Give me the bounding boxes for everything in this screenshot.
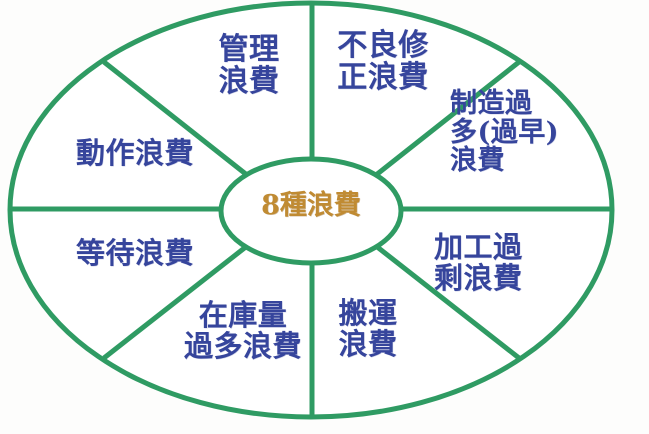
divider-diagonal-sw xyxy=(102,244,249,360)
divider-diagonal-se xyxy=(374,244,521,360)
segment-label-kako: 加工過 剩浪費 xyxy=(434,230,523,295)
divider-diagonal-ne xyxy=(374,60,521,177)
segment-label-furyo: 不良修 正浪費 xyxy=(337,28,429,95)
center-hub-ellipse xyxy=(218,156,404,266)
center-hub-label: 8種浪費 xyxy=(261,190,361,221)
segment-label-taiki: 等待浪費 xyxy=(75,236,194,270)
segment-label-dosa: 動作浪費 xyxy=(75,136,194,170)
segment-label-hanun: 搬運 浪費 xyxy=(338,296,398,361)
segment-label-kanri: 管理 浪費 xyxy=(218,32,280,99)
segment-label-seizo: 制造過 多(過早) 浪費 xyxy=(450,88,560,177)
segment-label-zaiko: 在庫量 過多浪費 xyxy=(183,298,302,363)
divider-diagonal-nw xyxy=(102,60,249,177)
